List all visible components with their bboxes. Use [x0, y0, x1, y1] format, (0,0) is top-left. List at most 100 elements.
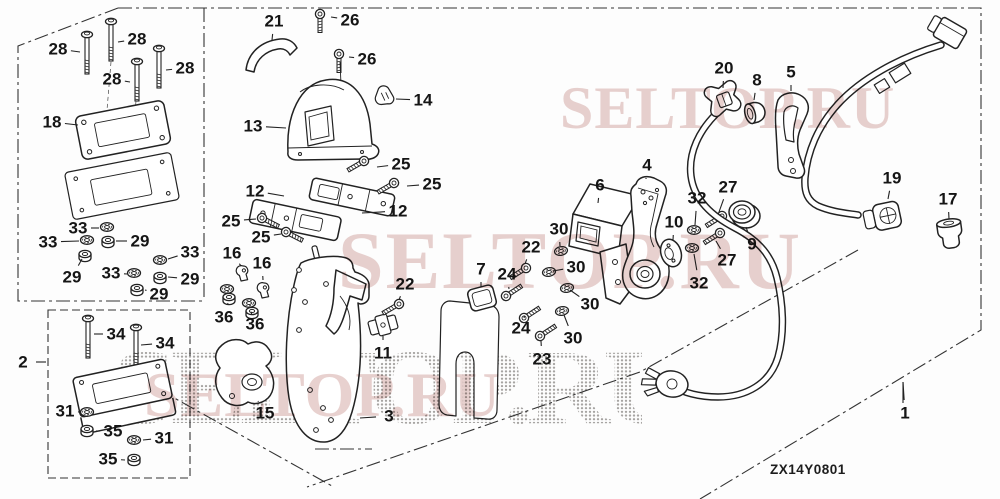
part-label-28: 28 [176, 59, 195, 78]
part-8-button [743, 101, 766, 125]
leader-line [887, 190, 891, 200]
part-label-31: 31 [56, 402, 75, 421]
part-18-plate [74, 100, 172, 160]
part-label-29: 29 [131, 232, 150, 251]
watermark-halftone: SELTOP.RU [112, 318, 642, 465]
part-label-1: 1 [900, 404, 909, 423]
leader-line [330, 16, 338, 19]
part-label-35: 35 [99, 450, 118, 469]
part-label-25: 25 [252, 228, 271, 247]
leader-line [523, 315, 526, 319]
part-15-bracket [215, 338, 275, 407]
part-label-35: 35 [104, 422, 123, 441]
part-16-clips [235, 265, 270, 299]
part-label-32: 32 [690, 274, 709, 293]
leader-line [348, 56, 355, 59]
leader-line [265, 126, 287, 129]
part-32-washers [684, 225, 702, 253]
leader-line [361, 211, 386, 214]
part-label-9: 9 [747, 235, 756, 254]
part-label-33: 33 [181, 243, 200, 262]
leader-line [694, 210, 697, 226]
part-11-clamp [367, 313, 399, 337]
part-4-lever [621, 175, 670, 300]
leader-line [271, 33, 274, 41]
part-33-washers [79, 222, 168, 278]
part-label-36: 36 [215, 308, 234, 327]
part-7-cap [466, 284, 498, 312]
part-label-7: 7 [476, 260, 485, 279]
part-label-24: 24 [512, 319, 531, 338]
leader-line [359, 416, 377, 419]
part-19-connector [862, 200, 903, 231]
part-label-28: 28 [49, 40, 68, 59]
housing-gasket-plate [438, 300, 500, 420]
leader-line [569, 289, 580, 297]
part-14-clip [374, 85, 395, 106]
part-label-3: 3 [384, 407, 393, 426]
part-label-34: 34 [156, 334, 175, 353]
part-label-16: 16 [223, 244, 242, 263]
part-label-17: 17 [939, 190, 958, 209]
part-23-screw [532, 321, 559, 344]
part-label-36: 36 [246, 315, 265, 334]
leader-line [243, 218, 257, 221]
harness-plug-top [927, 15, 968, 50]
part-label-29: 29 [150, 285, 169, 304]
leader-line [64, 122, 79, 126]
diagram-code: ZX14Y0801 [770, 462, 846, 477]
part-label-22: 22 [522, 238, 541, 257]
part-label-24: 24 [498, 265, 517, 284]
part-label-26: 26 [341, 11, 360, 30]
part-label-15: 15 [256, 404, 275, 423]
leader-line [395, 98, 411, 101]
part-label-30: 30 [550, 220, 569, 239]
part-label-20: 20 [715, 59, 734, 78]
part-label-27: 27 [719, 178, 738, 197]
part-label-30: 30 [567, 258, 586, 277]
part-label-10: 10 [665, 213, 684, 232]
part-label-12: 12 [246, 182, 265, 201]
leader-line [745, 226, 749, 232]
part-2-spacer-block [72, 358, 177, 435]
leader-line [142, 438, 152, 441]
part-label-4: 4 [642, 156, 652, 175]
part-label-5: 5 [786, 63, 795, 82]
leader-line [693, 253, 698, 271]
part-6-switch-case [568, 183, 641, 305]
leader-line [70, 50, 81, 53]
leader-line [140, 343, 153, 346]
subassembly-2-box [47, 309, 191, 479]
part-label-30: 30 [564, 329, 583, 348]
part-label-22: 22 [396, 275, 415, 294]
leader-line [77, 258, 83, 266]
leader-line [238, 263, 242, 267]
part-9-drum [728, 200, 761, 229]
part-label-18: 18 [43, 113, 62, 132]
part-label-34: 34 [107, 325, 126, 344]
part-30-washers [541, 244, 575, 318]
part-5-bracket [774, 92, 810, 179]
harness-plug-bottom [640, 367, 689, 398]
part-12-bracket-upper [308, 177, 396, 217]
leader-line [250, 311, 253, 316]
leader-line [718, 199, 725, 213]
part-label-6: 6 [595, 176, 604, 195]
part-label-27: 27 [718, 251, 737, 270]
part-label-12: 12 [389, 202, 408, 221]
part-21-pad [245, 38, 298, 73]
part-20-connector [703, 79, 742, 118]
leader-line [524, 259, 528, 265]
part-label-8: 8 [752, 71, 761, 90]
part-label-25: 25 [392, 155, 411, 174]
part-label-26: 26 [358, 50, 377, 69]
leader-line [715, 240, 721, 250]
part-10-plate [659, 238, 683, 268]
part-label-33: 33 [39, 233, 58, 252]
leader-line [167, 255, 178, 260]
part-label-30: 30 [581, 295, 600, 314]
leader-line [552, 268, 564, 272]
mount-gasket [64, 152, 180, 220]
part-label-13: 13 [244, 117, 263, 136]
